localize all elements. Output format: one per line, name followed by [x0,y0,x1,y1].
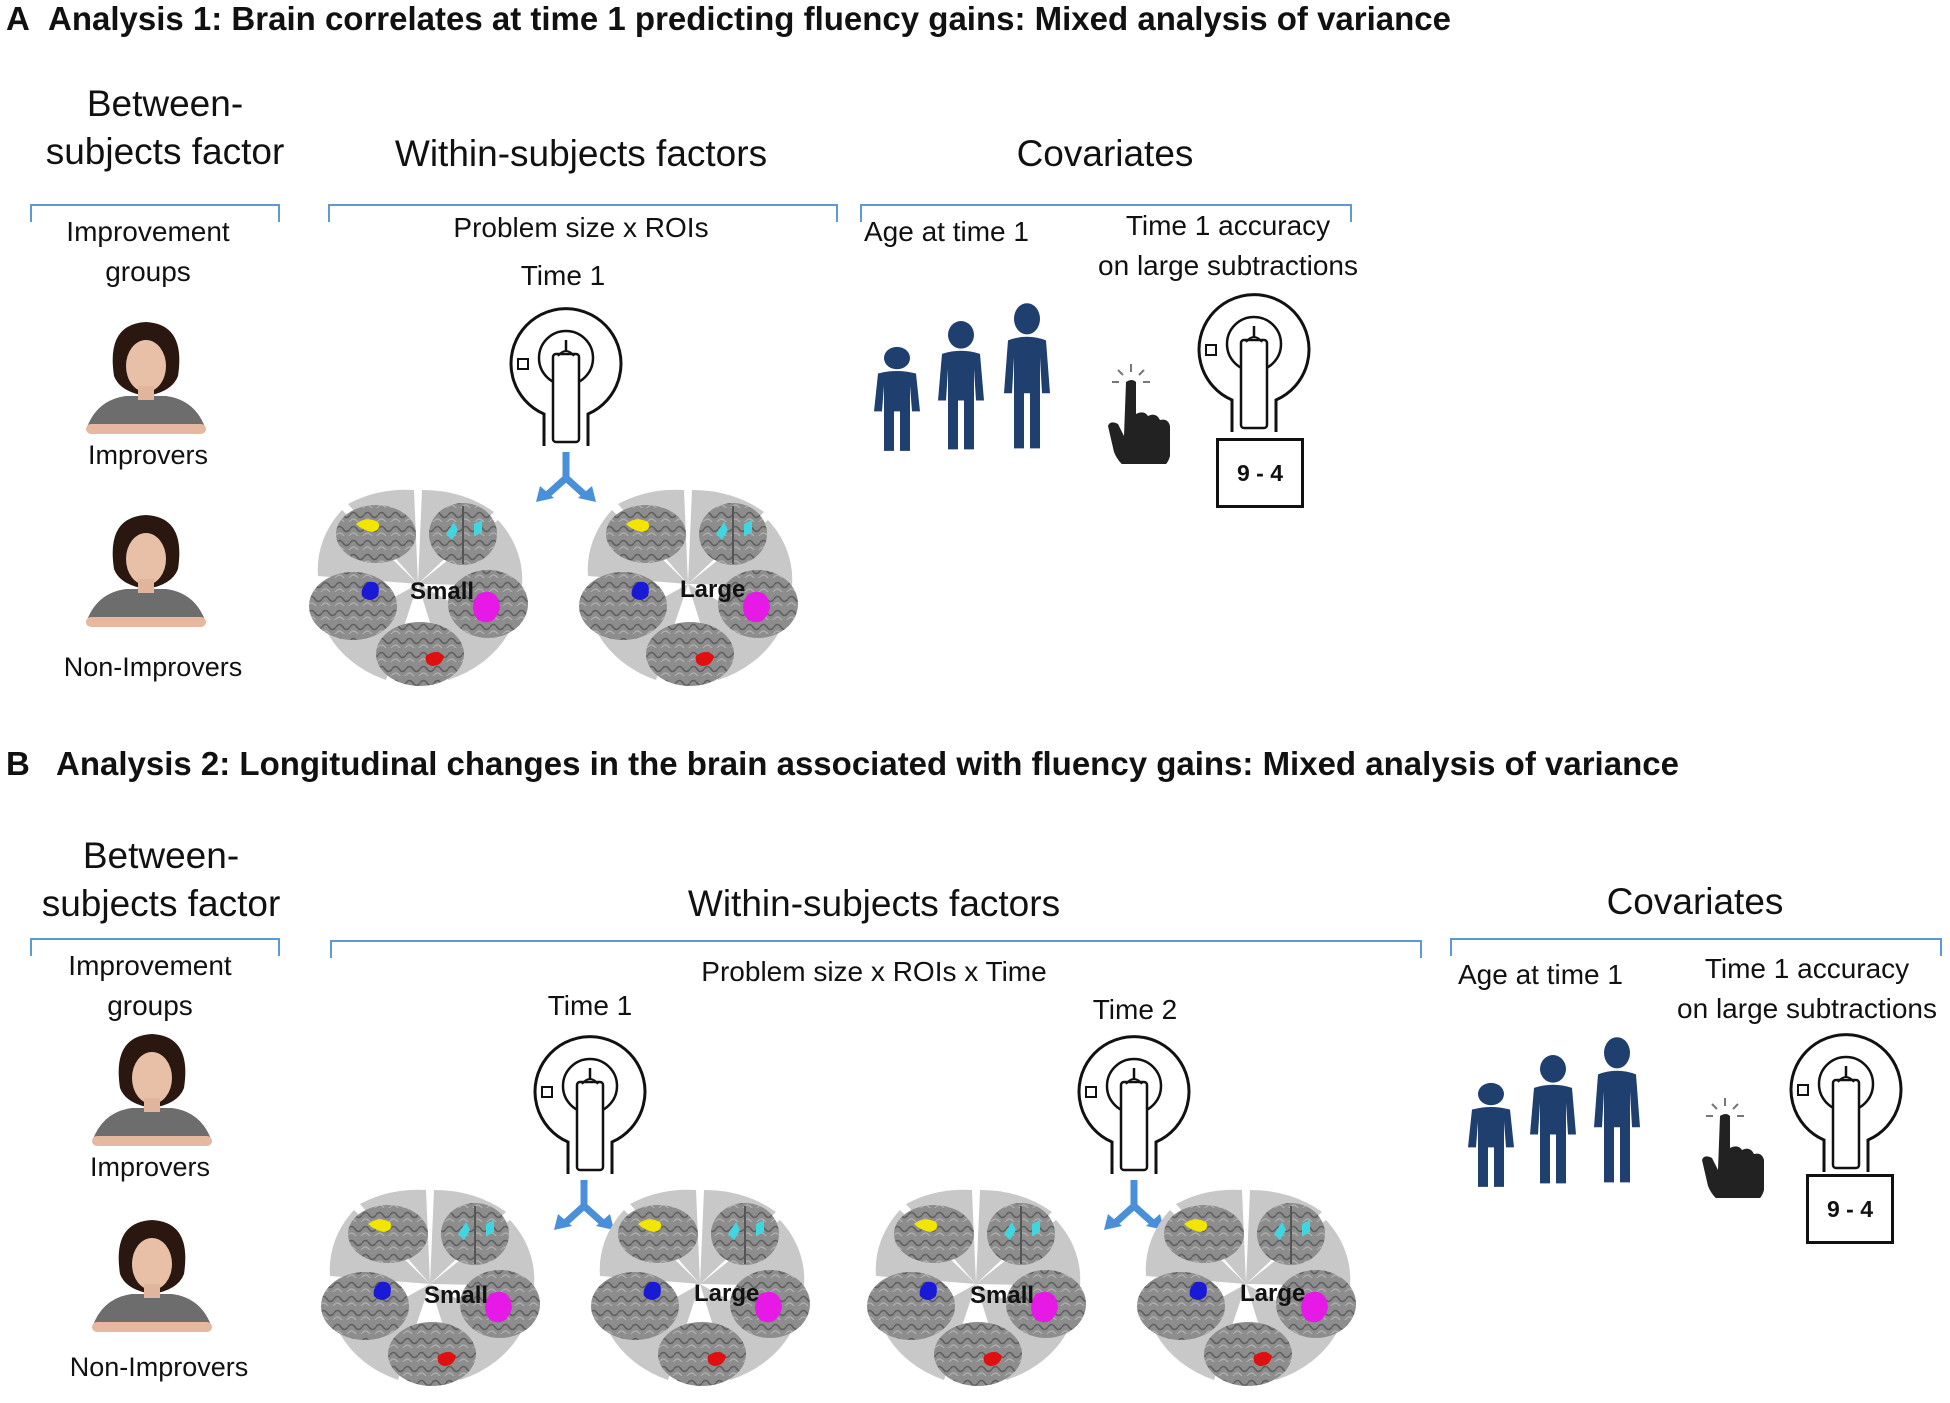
within-heading-b: Within-subjects factors [687,883,1061,924]
non-improvers-label-a: Non-Improvers [63,652,243,682]
within-sub-b: Problem size x ROIs x Time [701,956,1047,987]
accuracy-label-b: Time 1 accuracy on large subtractions [1677,953,1937,1024]
problem-text-a: 9 - 4 [1236,459,1284,486]
person-icon [1004,303,1050,449]
between-brace-b [30,938,280,956]
face-icon [86,515,206,627]
time1-label-a: Time 1 [520,260,606,291]
large-label-b1: Large [694,1280,760,1307]
time2-label-b: Time 2 [1092,994,1178,1025]
non-improvers-label-b: Non-Improvers [69,1352,249,1382]
between-heading-a: Between- subjects factor [45,83,285,172]
large-label-b2: Large [1240,1280,1306,1307]
person-icon [874,346,920,451]
mri-scanner-icon [1197,293,1311,434]
small-label-b1: Small [424,1282,489,1309]
improvers-label-b: Improvers [89,1152,211,1182]
person-icon [1530,1055,1576,1184]
within-brace-b [330,940,1422,958]
age-label-a: Age at time 1 [864,216,1029,247]
covariates-brace-a [860,204,1352,222]
between-brace-a [30,204,280,222]
covariates-heading-a: Covariates [1016,133,1194,174]
person-icon [938,321,984,450]
small-label-a: Small [410,578,475,605]
large-label-a: Large [680,576,746,603]
face-icon [92,1220,212,1332]
improvers-label-a: Improvers [87,440,209,470]
problem-text-b: 9 - 4 [1826,1195,1874,1222]
within-sub-a: Problem size x ROIs [453,212,709,243]
covariates-heading-b: Covariates [1606,881,1784,922]
age-label-b: Age at time 1 [1458,959,1623,990]
person-icon [1594,1037,1640,1183]
mri-scanner-icon [1077,1035,1191,1176]
problem-box-b: 9 - 4 [1806,1174,1894,1244]
person-icon [1468,1082,1514,1187]
between-sub-b: Improvement groups [68,950,232,1021]
problem-box-a: 9 - 4 [1216,438,1304,508]
face-icon [86,322,206,434]
time1-label-b: Time 1 [547,990,633,1021]
mri-scanner-icon [533,1035,647,1176]
panel-b-letter: B [6,745,30,782]
small-label-b2: Small [970,1282,1035,1309]
panel-a-letter: A [6,0,30,37]
hand-click-icon [1108,363,1171,464]
hand-click-icon [1702,1097,1765,1198]
mri-scanner-icon [1789,1033,1903,1174]
within-heading-a: Within-subjects factors [394,133,768,174]
accuracy-label-a: Time 1 accuracy on large subtractions [1098,210,1358,281]
face-icon [92,1034,212,1146]
panel-a-title: Analysis 1: Brain correlates at time 1 p… [48,0,1452,37]
mri-scanner-icon [509,307,623,448]
covariates-brace-b [1450,938,1942,956]
within-brace-a [328,204,838,222]
between-heading-b: Between- subjects factor [41,835,281,924]
between-sub-a: Improvement groups [66,216,230,287]
panel-b-title: Analysis 2: Longitudinal changes in the … [56,745,1679,782]
